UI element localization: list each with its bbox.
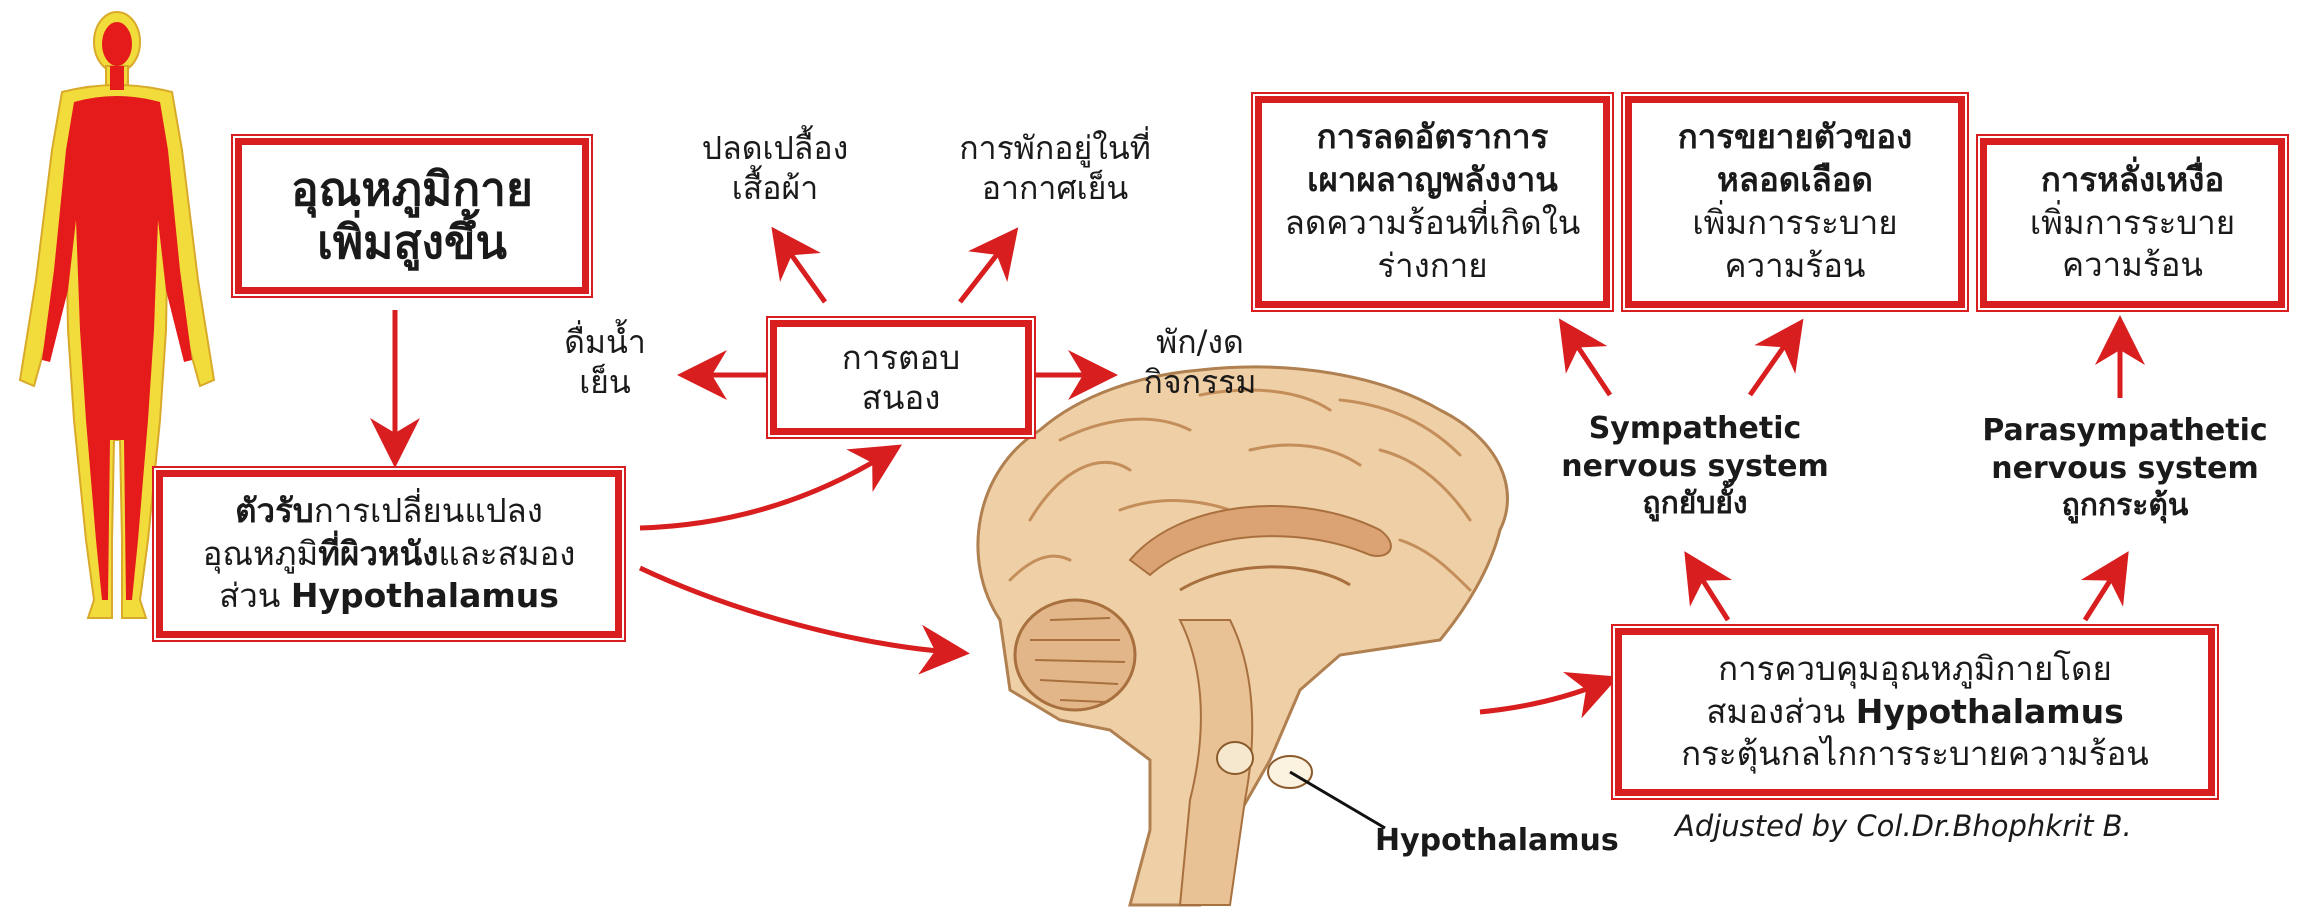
title-box: อุณหภูมิกาย เพิ่มสูงขึ้น bbox=[235, 138, 589, 294]
hypothalamus-label: Hypothalamus bbox=[1375, 822, 1635, 860]
response-box: การตอบ สนอง bbox=[770, 320, 1032, 435]
behavior-clothes: ปลดเปลื้อง เสื้อผ้า bbox=[670, 128, 880, 208]
arrow-receptor-to-response bbox=[640, 455, 885, 528]
vasodilation-title-1: การขยายตัวของ bbox=[1678, 116, 1912, 159]
behavior-rest: พัก/งด กิจกรรม bbox=[1115, 322, 1285, 402]
vasodilation-desc-1: เพิ่มการระบาย bbox=[1692, 202, 1897, 245]
vasodilation-desc-2: ความร้อน bbox=[1725, 245, 1866, 288]
metabolism-desc-1: ลดความร้อนที่เกิดใน bbox=[1285, 202, 1581, 245]
arrow-receptor-to-brain bbox=[640, 568, 950, 652]
control-line-2: สมองส่วน Hypothalamus bbox=[1706, 691, 2124, 734]
sweating-box: การหลั่งเหงื่อ เพิ่มการระบาย ความร้อน bbox=[1980, 138, 2285, 308]
arrow-brain-to-control bbox=[1480, 684, 1600, 712]
response-line-2: สนอง bbox=[862, 378, 941, 418]
credit-text: Adjusted by Col.Dr.Bhophkrit B. bbox=[1675, 808, 2235, 844]
sweating-desc-2: ความร้อน bbox=[2062, 244, 2203, 287]
metabolism-box: การลดอัตราการ เผาผลาญพลังงาน ลดความร้อนท… bbox=[1255, 96, 1610, 308]
title-line-2: เพิ่มสูงขึ้น bbox=[317, 216, 507, 269]
receptor-line-1: ตัวรับการเปลี่ยนแปลง bbox=[235, 490, 543, 533]
control-box: การควบคุมอุณหภูมิกายโดย สมองส่วน Hypotha… bbox=[1615, 628, 2215, 796]
arrow-control-to-parasympathetic bbox=[2085, 568, 2118, 620]
behavior-cool-place: การพักอยู่ในที่ อากาศเย็น bbox=[925, 128, 1185, 208]
sweating-title: การหลั่งเหงื่อ bbox=[2041, 159, 2224, 202]
receptor-box: ตัวรับการเปลี่ยนแปลง อุณหภูมิที่ผิวหนังแ… bbox=[156, 470, 622, 638]
control-line-1: การควบคุมอุณหภูมิกายโดย bbox=[1718, 648, 2112, 691]
title-line-1: อุณหภูมิกาย bbox=[291, 163, 533, 216]
metabolism-title-2: เผาผลาญพลังงาน bbox=[1307, 159, 1558, 202]
sweating-desc-1: เพิ่มการระบาย bbox=[2030, 202, 2235, 245]
arrow-sympathetic-to-metabolism bbox=[1570, 335, 1610, 395]
arrow-response-to-coolplace bbox=[960, 243, 1006, 302]
receptor-line-3: ส่วน Hypothalamus bbox=[219, 575, 559, 618]
receptor-line-2: อุณหภูมิที่ผิวหนังและสมอง bbox=[203, 533, 576, 576]
vasodilation-title-2: หลอดเลือด bbox=[1717, 159, 1873, 202]
sympathetic-label: Sympathetic nervous system ถูกยับยั้ง bbox=[1550, 410, 1840, 523]
arrow-control-to-sympathetic bbox=[1695, 568, 1728, 620]
vasodilation-box: การขยายตัวของ หลอดเลือด เพิ่มการระบาย คว… bbox=[1625, 96, 1965, 308]
response-line-1: การตอบ bbox=[842, 338, 960, 378]
arrow-response-to-clothes bbox=[783, 243, 825, 302]
metabolism-desc-2: ร่างกาย bbox=[1377, 245, 1487, 288]
arrow-sympathetic-to-vasodilation bbox=[1750, 335, 1792, 395]
control-line-3: กระตุ้นกลไกการระบายความร้อน bbox=[1681, 733, 2149, 776]
behavior-cold-water: ดื่มน้ำ เย็น bbox=[540, 322, 670, 402]
metabolism-title-1: การลดอัตราการ bbox=[1317, 116, 1549, 159]
parasympathetic-label: Parasympathetic nervous system ถูกกระตุ้… bbox=[1975, 412, 2275, 525]
